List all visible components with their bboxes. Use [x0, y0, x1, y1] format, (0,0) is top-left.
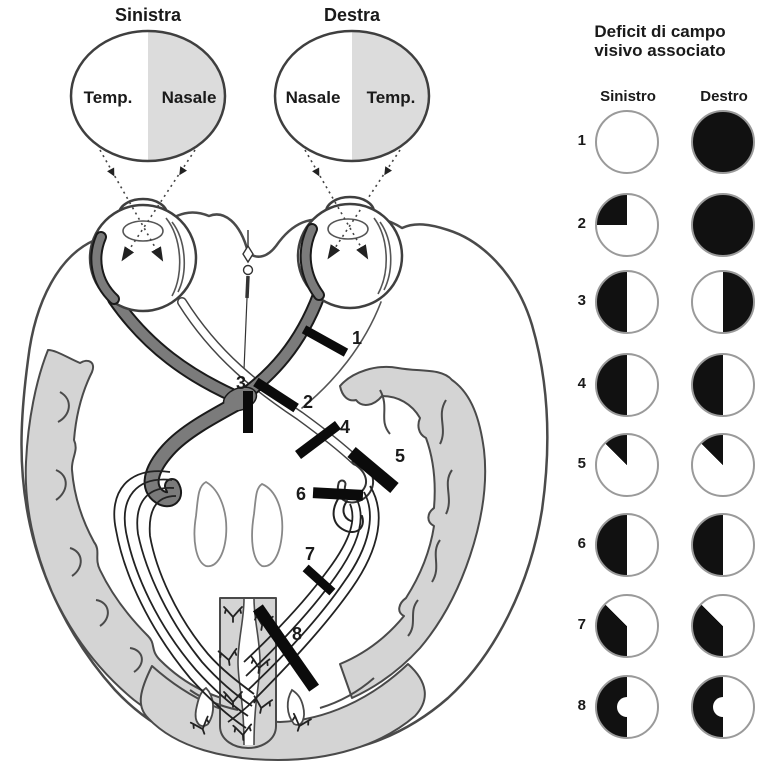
legend-title-line1: Deficit di campo — [594, 22, 726, 41]
column-header-right: Destro — [700, 88, 748, 105]
brain-pathway-diagram: Sinistra Temp. Nasale Destra Nasale Temp… — [20, 5, 549, 761]
deficit-row-3: 3 — [560, 270, 768, 334]
lesion-label-1: 1 — [352, 328, 362, 348]
deficit-row-8: 8 — [560, 675, 768, 739]
deficit-circle-right — [691, 433, 755, 497]
lesion-bar-4 — [295, 420, 341, 460]
lesion-bar-6 — [312, 487, 364, 501]
lesion-label-7: 7 — [305, 544, 315, 564]
projection-lines — [99, 149, 401, 262]
nasal-retina-right — [301, 225, 323, 299]
gyri-lines — [55, 389, 453, 711]
legend-title-line2: visivo associato — [594, 41, 726, 60]
macular-sparing-notch — [713, 697, 723, 717]
deficit-row-number: 5 — [577, 455, 586, 472]
deficit-circle-left — [595, 433, 659, 497]
lesion-bar-5 — [347, 447, 399, 493]
lesion-label-4: 4 — [340, 417, 350, 437]
deficit-circle-right — [691, 675, 755, 739]
deficit-row-number: 1 — [577, 132, 586, 149]
deficit-circle-left — [595, 110, 659, 174]
deficit-legend: Deficit di campo visivo associato Sinist… — [560, 0, 768, 761]
deficit-row-5: 5 — [560, 433, 768, 497]
deficit-circle-left — [595, 353, 659, 417]
deficit-row-number: 3 — [577, 292, 586, 309]
lesion-bars — [243, 325, 399, 692]
lesion-bar-2 — [253, 377, 299, 413]
deficit-row-1: 1 — [560, 110, 768, 174]
field-circle-left: Sinistra Temp. Nasale — [69, 5, 227, 163]
lesion-numbers: 1 2 3 4 5 6 7 8 — [236, 328, 405, 644]
lesion-bar-8 — [252, 604, 320, 692]
deficit-circle-left — [595, 594, 659, 658]
lens-right — [327, 218, 369, 240]
field-title-right: Destra — [324, 5, 381, 25]
legend-title: Deficit di campo visivo associato — [560, 22, 760, 60]
deficit-circle-left — [595, 270, 659, 334]
field-title-left: Sinistra — [115, 5, 182, 25]
field-right-temporal-label: Temp. — [367, 88, 416, 107]
deficit-circle-left — [595, 193, 659, 257]
field-left-temporal-label: Temp. — [84, 88, 133, 107]
falx-midline — [242, 230, 254, 371]
field-circle-right: Destra Nasale Temp. — [273, 5, 431, 163]
lesion-label-8: 8 — [292, 624, 302, 644]
deficit-row-number: 7 — [577, 616, 586, 633]
lesion-bar-1 — [301, 325, 349, 357]
field-left-nasal-label: Nasale — [162, 88, 217, 107]
deficit-row-number: 4 — [577, 375, 586, 392]
deficit-row-number: 2 — [577, 215, 586, 232]
column-header-left: Sinistro — [600, 88, 656, 105]
temporal-retina-left — [92, 233, 118, 303]
macular-sparing-notch — [617, 697, 627, 717]
lesion-bar-7 — [302, 564, 336, 596]
deficit-circle-left — [595, 675, 659, 739]
eye-right — [296, 195, 404, 310]
projection-arrowheads — [107, 166, 392, 177]
deficit-circle-right — [691, 270, 755, 334]
lesion-label-2: 2 — [303, 392, 313, 412]
deficit-circle-right — [691, 110, 755, 174]
deficit-circle-right — [691, 513, 755, 577]
deficit-circle-right — [691, 353, 755, 417]
eye-left — [88, 197, 198, 313]
deficit-row-6: 6 — [560, 513, 768, 577]
lesion-bar-3 — [243, 391, 253, 433]
lateral-ventricles — [193, 480, 284, 568]
deficit-row-number: 6 — [577, 535, 586, 552]
deficit-row-number: 8 — [577, 697, 586, 714]
deficit-row-2: 2 — [560, 193, 768, 257]
deficit-row-4: 4 — [560, 353, 768, 417]
lens-left — [122, 220, 164, 242]
deficit-circle-left — [595, 513, 659, 577]
field-right-nasal-label: Nasale — [286, 88, 341, 107]
deficit-circle-right — [691, 193, 755, 257]
lesion-label-6: 6 — [296, 484, 306, 504]
optic-radiations-left — [113, 470, 255, 729]
deficit-row-7: 7 — [560, 594, 768, 658]
lesion-label-3: 3 — [236, 373, 246, 393]
lesion-label-5: 5 — [395, 446, 405, 466]
optic-radiations-right — [227, 485, 380, 723]
deficit-circle-right — [691, 594, 755, 658]
